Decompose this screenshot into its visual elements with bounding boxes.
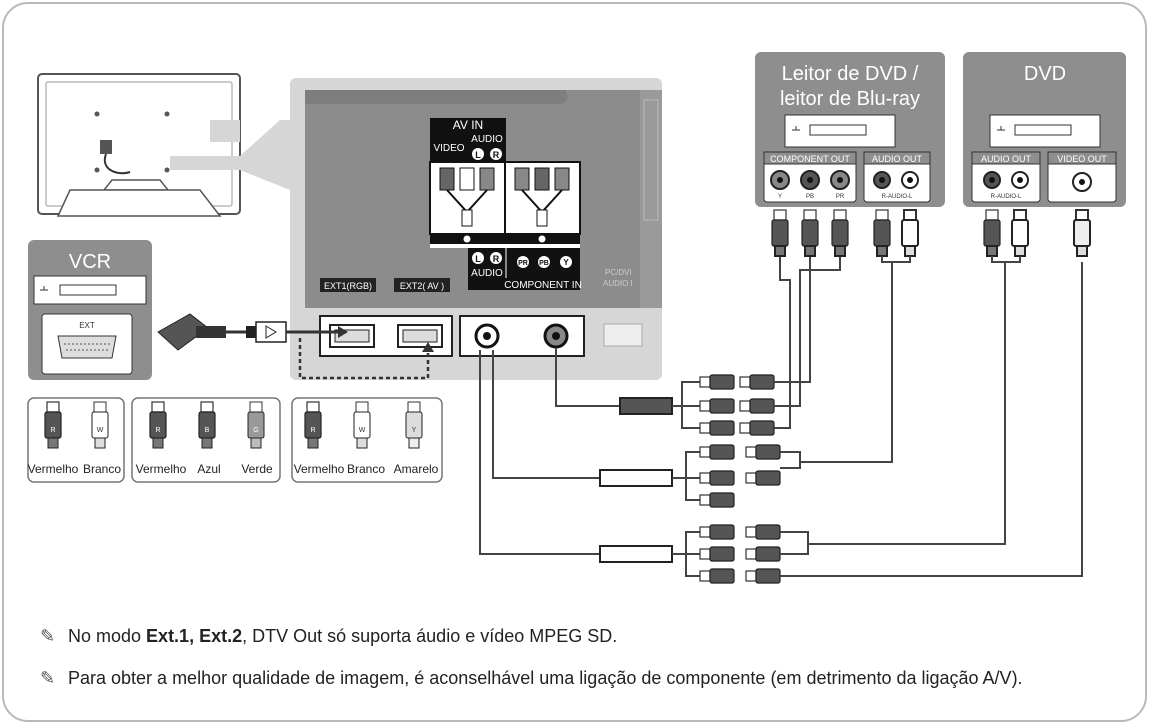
svg-text:PB: PB xyxy=(539,260,549,267)
note-component-quality: ✎Para obter a melhor qualidade de imagem… xyxy=(40,666,1100,691)
legend-white-3: Branco xyxy=(347,462,385,476)
svg-text:L: L xyxy=(475,150,481,160)
legend-white-1: Branco xyxy=(83,462,121,476)
legend-yellow: Amarelo xyxy=(394,462,439,476)
svg-text:R: R xyxy=(50,427,55,434)
pc-dvi-label: PC/DVI xyxy=(605,268,632,277)
svg-text:W: W xyxy=(97,427,104,434)
color-legend: R W R B G R W Y Vermelho Branco Vermelho… xyxy=(27,397,443,483)
av-adapter-plugs xyxy=(439,167,570,227)
vcr-title: VCR xyxy=(69,251,111,273)
legend-red-1: Vermelho xyxy=(28,462,79,476)
svg-text:Y: Y xyxy=(412,427,417,434)
tv-panel-zoom: AV IN AUDIO VIDEO L R L xyxy=(290,78,662,380)
component-out-label: COMPONENT OUT xyxy=(770,154,850,164)
note-ext-modes: ✎No modo Ext.1, Ext.2, DTV Out só suport… xyxy=(40,624,1100,649)
legend-green: Verde xyxy=(241,462,273,476)
vcr-device: VCR EXT xyxy=(28,240,152,380)
svg-text:AUDIO I: AUDIO I xyxy=(603,279,633,288)
audio-bottom-label: AUDIO xyxy=(471,268,503,279)
dvd-bluray-audio-out-label: AUDIO OUT xyxy=(872,154,923,164)
ext2-label: EXT2( AV ) xyxy=(400,281,444,291)
pencil-note-icon: ✎ xyxy=(40,626,56,646)
pencil-note-icon: ✎ xyxy=(40,668,56,688)
vcr-ext-label: EXT xyxy=(79,321,95,330)
video-out-label: VIDEO OUT xyxy=(1057,154,1107,164)
component-in-label: COMPONENT IN xyxy=(504,280,582,291)
dvd-bluray-title-2: leitor de Blu-ray xyxy=(780,88,920,110)
svg-text:R: R xyxy=(493,254,500,264)
svg-text:R: R xyxy=(310,427,315,434)
svg-text:L: L xyxy=(475,254,481,264)
svg-text:W: W xyxy=(359,427,366,434)
ext1-label: EXT1(RGB) xyxy=(324,281,372,291)
svg-text:R-AUDIO-L: R-AUDIO-L xyxy=(882,194,913,200)
scart-cable xyxy=(157,313,434,380)
dvd-title: DVD xyxy=(1024,63,1066,85)
svg-text:G: G xyxy=(253,427,258,434)
svg-text:Y: Y xyxy=(563,258,569,267)
svg-text:PR: PR xyxy=(518,260,528,267)
tv-rear-illustration xyxy=(37,73,290,217)
dvd-bluray-title-1: Leitor de DVD / xyxy=(782,63,919,85)
video-label: VIDEO xyxy=(433,143,464,154)
svg-text:B: B xyxy=(205,427,210,434)
av-in-label: AV IN xyxy=(453,118,483,132)
svg-text:R-AUDIO-L: R-AUDIO-L xyxy=(991,194,1022,200)
svg-text:PB: PB xyxy=(806,194,814,200)
svg-text:Y: Y xyxy=(778,194,782,200)
legend-red-3: Vermelho xyxy=(294,462,345,476)
dvd-bluray-device: Leitor de DVD / leitor de Blu-ray COMPON… xyxy=(755,52,945,207)
legend-red-2: Vermelho xyxy=(136,462,187,476)
dvd-audio-out-label: AUDIO OUT xyxy=(981,154,1032,164)
svg-text:R: R xyxy=(493,150,500,160)
svg-text:PR: PR xyxy=(836,194,845,200)
dvd-device: DVD AUDIO OUT R-AUDIO-L VIDEO OUT xyxy=(963,52,1126,207)
svg-text:R: R xyxy=(155,427,160,434)
cables xyxy=(479,209,1091,584)
av-audio-label: AUDIO xyxy=(471,134,503,145)
legend-blue: Azul xyxy=(197,462,220,476)
